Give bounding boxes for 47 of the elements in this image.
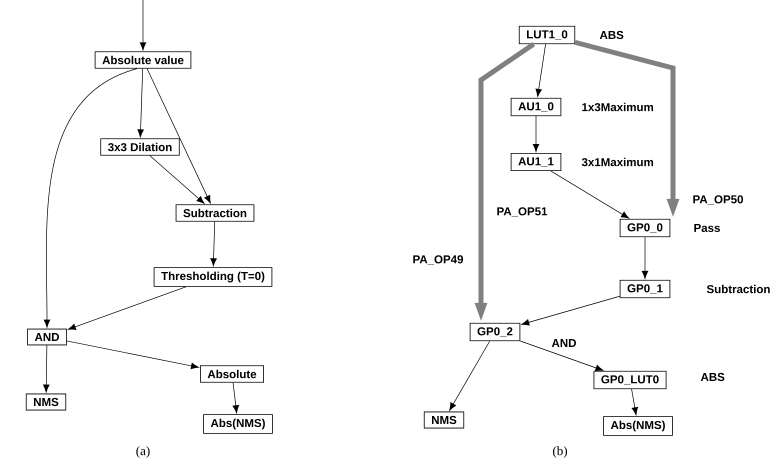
edge-label: PA_OP50	[692, 194, 744, 206]
process-box: GP0_0	[620, 218, 670, 238]
operation-label: Pass	[694, 224, 720, 232]
process-box: Absolute value	[94, 51, 192, 69]
arrow	[631, 388, 638, 416]
arrow	[232, 382, 239, 414]
arrow	[642, 236, 648, 279]
operation-label: 1x3Maximum	[582, 102, 654, 112]
arrow	[137, 68, 144, 138]
panel-caption: (b)	[553, 446, 568, 458]
process-box: NMS	[424, 412, 464, 428]
arrow	[536, 44, 546, 97]
edge-label: PA_OP51	[496, 206, 548, 218]
arrow	[140, 0, 146, 50]
process-box: GP0_1	[620, 280, 670, 298]
panel-caption: (a)	[136, 446, 150, 458]
arrow	[149, 155, 205, 204]
arrow	[532, 116, 540, 152]
process-box: AU1_0	[510, 98, 562, 116]
operation-label: AND	[552, 339, 576, 347]
process-box: Thresholding (T=0)	[154, 267, 272, 287]
arrow	[449, 340, 490, 411]
process-box: AND	[27, 328, 67, 346]
arrow	[43, 345, 50, 392]
arrow	[521, 296, 620, 326]
operation-label: ABS	[700, 372, 724, 382]
arrow	[520, 340, 604, 372]
process-box: Abs(NMS)	[603, 416, 673, 436]
operation-label: ABS	[600, 30, 624, 40]
process-box: AU1_1	[510, 152, 562, 172]
arrow	[68, 286, 186, 330]
operation-label: Subtraction	[706, 284, 770, 294]
process-box: NMS	[26, 394, 66, 410]
arrow	[210, 221, 217, 266]
process-box: Abs(NMS)	[203, 414, 273, 434]
process-box: GP0_2	[470, 322, 520, 342]
arrow	[146, 68, 211, 204]
process-box: GP0_LUT0	[594, 370, 666, 390]
edge-label: PA_OP49	[412, 254, 464, 266]
arrow	[66, 340, 199, 370]
process-box: 3x3 Dilation	[100, 138, 180, 156]
process-box: Absolute	[200, 365, 264, 383]
arrow	[550, 170, 630, 218]
operation-label: 3x1Maximum	[582, 158, 654, 166]
process-box: LUT1_0	[518, 26, 576, 44]
arrow	[44, 68, 138, 328]
process-box: Subtraction	[176, 204, 254, 222]
